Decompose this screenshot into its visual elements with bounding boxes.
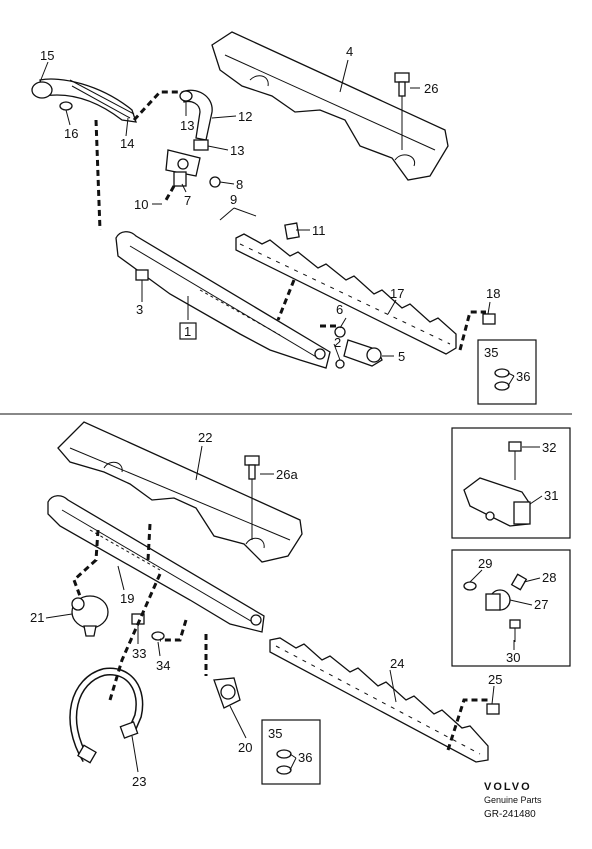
callout-10: 10 (134, 197, 148, 212)
engine-cover-22 (57, 421, 303, 563)
diagram-code: GR-241480 (484, 809, 536, 820)
callout-35-upper: 35 (484, 345, 498, 360)
seal-2 (335, 359, 345, 369)
callout-15: 15 (40, 48, 54, 63)
callout-33: 33 (132, 646, 146, 661)
fuel-hose-9 (158, 199, 300, 240)
footer: VOLVO Genuine Parts GR-241480 (484, 781, 542, 820)
callout-7: 7 (184, 193, 191, 208)
callout-11: 11 (312, 223, 326, 238)
callout-25: 25 (488, 672, 502, 687)
fuel-hose-23 (69, 667, 144, 764)
map-sensor-inset (451, 427, 571, 539)
injector-5 (343, 339, 383, 367)
callout-30: 30 (506, 650, 520, 665)
callout-26a: 26a (276, 467, 298, 482)
lower-assembly: 22 26a 21 19 33 34 24 25 20 23 32 31 29 … (30, 421, 571, 789)
callout-2: 2 (334, 335, 341, 350)
upper-assembly: 15 16 14 13 12 13 4 26 8 7 10 9 11 3 1 6… (31, 31, 537, 405)
callout-29: 29 (478, 556, 492, 571)
callout-23: 23 (132, 774, 146, 789)
heat-shield-17 (235, 233, 457, 355)
heat-shield-24 (269, 637, 489, 763)
callout-19: 19 (120, 591, 134, 606)
fuel-rail-1 (115, 231, 331, 369)
brand-subtitle: Genuine Parts (484, 795, 542, 805)
screw-25 (486, 703, 500, 715)
lower-guide-lines (72, 523, 488, 751)
brand-logo: VOLVO (484, 781, 532, 793)
callout-4: 4 (346, 44, 353, 59)
callout-36-lower: 36 (298, 750, 312, 765)
callout-1: 1 (184, 324, 191, 339)
screw-3 (135, 269, 149, 296)
pressure-sensor-inset (451, 549, 571, 667)
callout-24: 24 (390, 656, 404, 671)
callout-31: 31 (544, 488, 558, 503)
washer-16 (59, 101, 73, 111)
lower-seal-inset (261, 719, 321, 785)
vacuum-hose-12 (179, 89, 213, 151)
callout-5: 5 (398, 349, 405, 364)
callout-14: 14 (120, 136, 134, 151)
callout-28: 28 (542, 570, 556, 585)
fuel-rail-19 (47, 495, 265, 633)
callout-21: 21 (30, 610, 44, 625)
callout-9: 9 (230, 192, 237, 207)
callout-27: 27 (534, 597, 548, 612)
upper-leader-lines (39, 59, 515, 387)
callout-34: 34 (156, 658, 170, 673)
screw-26a (244, 455, 260, 540)
screw-26 (394, 72, 410, 150)
callout-6: 6 (336, 302, 343, 317)
callout-13a: 13 (180, 118, 194, 133)
callout-12: 12 (238, 109, 252, 124)
hose-bracket-14 (31, 78, 137, 123)
pressure-regulator-7 (165, 149, 201, 187)
upper-guide-lines (94, 90, 486, 351)
seal-34 (151, 631, 165, 641)
pressure-regulator-21 (71, 595, 109, 637)
callout-18: 18 (486, 286, 500, 301)
engine-cover-4 (211, 31, 449, 181)
callout-1-box (179, 322, 197, 340)
callout-36-upper: 36 (516, 369, 530, 384)
callout-20: 20 (238, 740, 252, 755)
screw-8 (209, 176, 221, 188)
screw-18 (482, 313, 496, 325)
callout-32: 32 (542, 440, 556, 455)
callout-16: 16 (64, 126, 78, 141)
callout-26: 26 (424, 81, 438, 96)
callout-3: 3 (136, 302, 143, 317)
callout-17: 17 (390, 286, 404, 301)
callout-35-lower: 35 (268, 726, 282, 741)
callout-8: 8 (236, 177, 243, 192)
lower-leader-lines (45, 445, 543, 773)
upper-seal-inset (477, 339, 537, 405)
callout-13b: 13 (230, 143, 244, 158)
callout-22: 22 (198, 430, 212, 445)
o-ring-6 (334, 326, 346, 338)
injector-20 (213, 677, 241, 709)
